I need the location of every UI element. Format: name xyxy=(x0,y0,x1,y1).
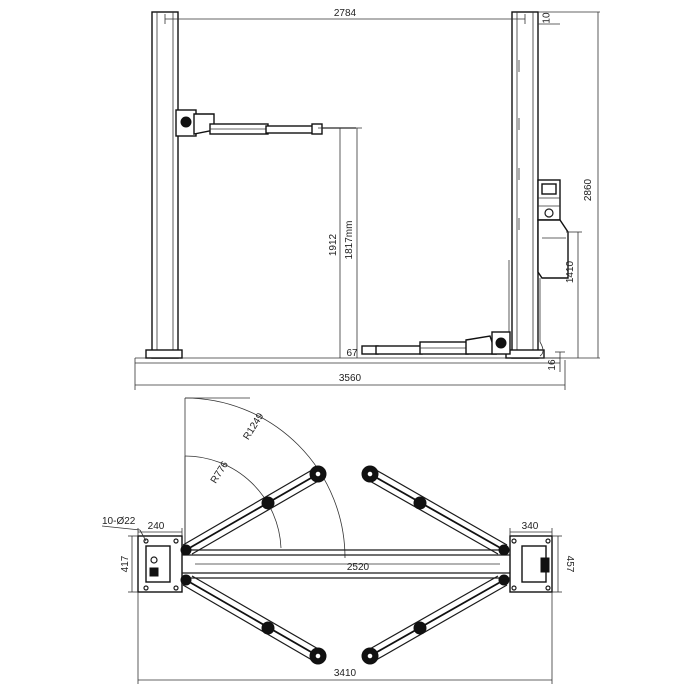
dim-outer-width: 3410 xyxy=(334,668,357,679)
swing-arm-top-left xyxy=(182,465,327,555)
dim-base-left-width: 240 xyxy=(148,521,165,532)
front-view: 2784 10 2860 1912 1817mm 67 1410 16 3560 xyxy=(134,8,600,390)
dim-arm-radius-long: R1249 xyxy=(241,411,266,442)
dim-bolts: 10-Ø22 xyxy=(102,516,136,527)
left-base-plate xyxy=(137,535,183,593)
power-unit xyxy=(537,179,569,357)
dim-lift-height: 1912 xyxy=(328,233,339,256)
floor-plate xyxy=(182,549,510,579)
dim-base-left-depth: 417 xyxy=(120,555,131,572)
dim-column-spacing: 2784 xyxy=(334,8,357,19)
lowered-lift-arm xyxy=(361,331,511,355)
dim-base-height-small: 67 xyxy=(346,348,358,359)
dim-motor-height: 1410 xyxy=(565,260,576,283)
top-view: R1249 R776 xyxy=(101,397,575,684)
right-base-plate xyxy=(509,535,553,593)
left-column xyxy=(145,11,183,359)
raised-lift-arm xyxy=(175,109,356,137)
dim-inner-width: 2520 xyxy=(347,562,370,573)
dim-overall-width: 3560 xyxy=(339,373,362,384)
swing-arm-bottom-right xyxy=(361,575,508,665)
dim-max-height: 1817mm xyxy=(344,221,355,260)
swing-arm-bottom-left xyxy=(182,575,327,665)
dim-base-right-depth: 457 xyxy=(564,556,575,573)
dim-base-right-width: 340 xyxy=(522,521,539,532)
swing-arm-top-right xyxy=(361,465,508,555)
dim-top-gap: 10 xyxy=(542,12,553,24)
dim-total-height: 2860 xyxy=(583,178,594,201)
right-column xyxy=(505,11,545,359)
dim-arm-radius-short: R776 xyxy=(209,459,231,485)
dim-base-height: 16 xyxy=(547,359,558,371)
